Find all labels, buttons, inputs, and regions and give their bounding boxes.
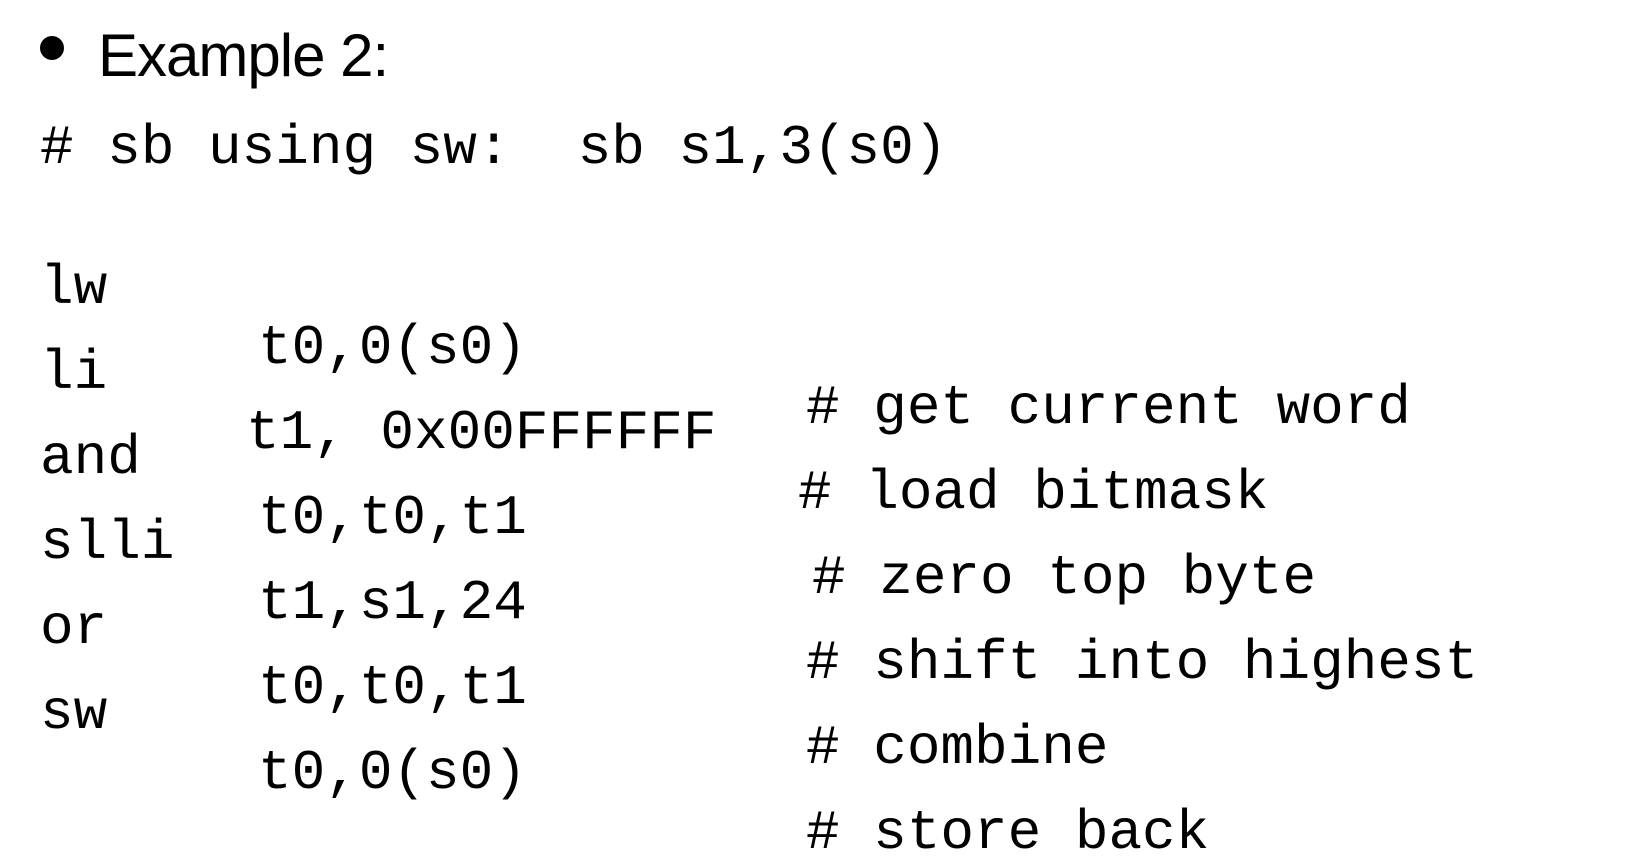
code-line: lw t0,0(s0) # get current word [40,198,1411,438]
code-line: sw t0,0(s0) # store back [40,623,1209,863]
operands: t0,0(s0) [258,741,527,805]
opcode: sw [40,681,108,745]
code-line: slli t1,s1,24 # shift into highest [40,453,1478,693]
slide-heading: Example 2: [98,21,389,89]
comment: # combine [806,716,1109,780]
bullet-heading: Example 2: [40,10,389,100]
operands: t0,t0,t1 [258,656,527,720]
opcode: li [40,341,108,405]
opcode: or [40,596,108,660]
operands: t1, 0x00FFFFFF [246,401,717,465]
opcode: and [40,426,141,490]
bullet-icon [40,36,64,60]
comment: # store back [806,801,1210,865]
intro-comment: # sb using sw: sb s1,3(s0) [40,116,948,180]
code-line: li t1, 0x00FFFFFF # load bitmask [40,283,1268,523]
operands: t1,s1,24 [258,571,527,635]
opcode: lw [40,256,108,320]
comment: # zero top byte [812,546,1317,610]
code-line: or t0,t0,t1 # combine [40,538,1108,778]
opcode: slli [40,511,175,575]
operands: t0,t0,t1 [258,486,527,550]
comment: # get current word [806,376,1411,440]
comment: # shift into highest [806,631,1479,695]
operands: t0,0(s0) [258,316,527,380]
comment: # load bitmask [798,461,1269,525]
code-line: and t0,t0,t1 # zero top byte [40,368,1316,608]
